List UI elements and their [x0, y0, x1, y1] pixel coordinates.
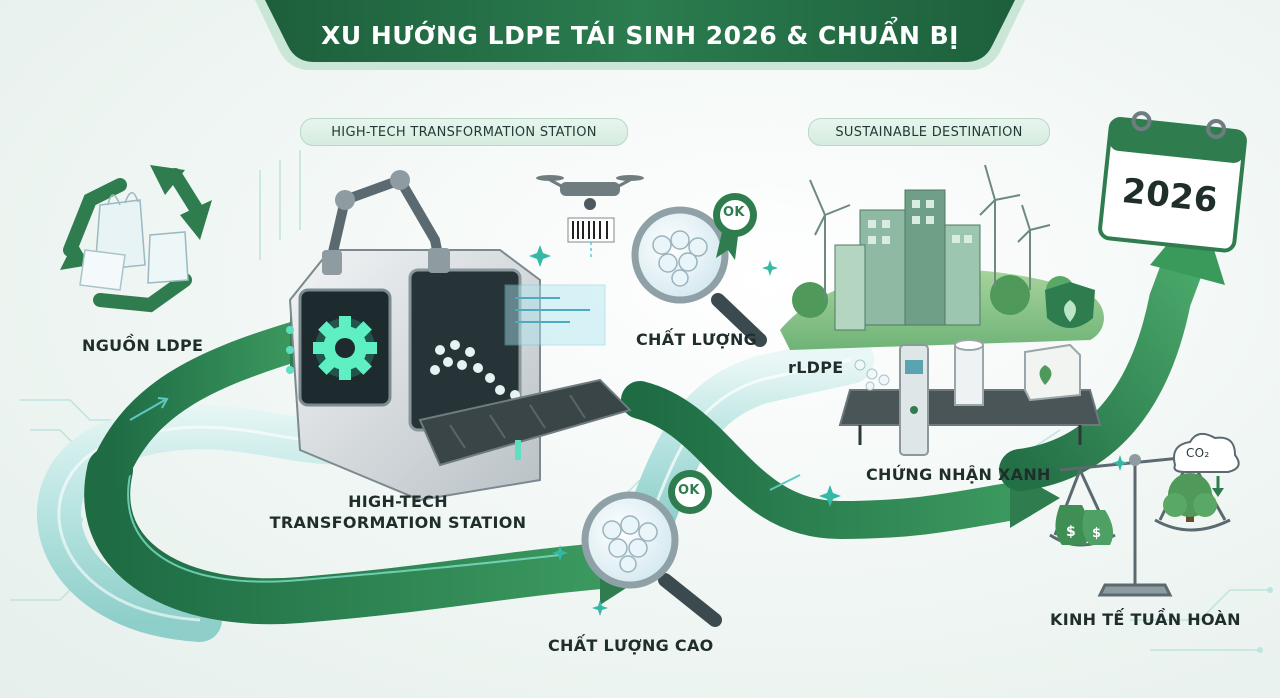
gear-icon [313, 316, 377, 380]
tree-icon [1163, 473, 1217, 522]
wind-turbine-icon [809, 164, 1051, 300]
label-quality-high: CHẤT LƯỢNG CAO [548, 636, 714, 655]
rldpe-label: rLDPE [788, 358, 844, 377]
magnifier-icon-bottom [581, 491, 722, 627]
rising-arrow [999, 239, 1206, 491]
section-label-station: HIGH-TECH TRANSFORMATION STATION [300, 118, 628, 146]
ok-badge-top-label: OK [723, 205, 745, 220]
shield-leaf-icon [1045, 282, 1095, 328]
label-green-cert: CHỨNG NHẬN XANH [866, 465, 1051, 484]
co2-cloud-icon [1173, 432, 1240, 497]
label-station: HIGH-TECH TRANSFORMATION STATION [268, 492, 528, 532]
section-label-destination-text: SUSTAINABLE DESTINATION [835, 124, 1023, 140]
transformation-machine [286, 170, 632, 502]
section-label-station-text: HIGH-TECH TRANSFORMATION STATION [331, 124, 597, 140]
svg-text:$: $ [1092, 526, 1101, 541]
ok-badge-icon-top [713, 193, 757, 260]
main-flow-arrow [84, 447, 633, 625]
title-banner-shape [265, 0, 1015, 62]
barcode-icon [567, 217, 615, 260]
ok-badge-bottom-label: OK [678, 483, 700, 498]
calendar-icon [1098, 111, 1247, 253]
co2-label: CO₂ [1186, 446, 1210, 460]
svg-text:$: $ [1066, 524, 1076, 540]
label-station-line2: TRANSFORMATION STATION [269, 513, 527, 532]
sparkles [529, 245, 1128, 616]
label-circular-economy: KINH TẾ TUẦN HOÀN [1050, 610, 1241, 629]
money-bag-icon: $ $ [1055, 505, 1114, 545]
magnifier-icon-top [631, 206, 767, 347]
label-station-line1: HIGH-TECH [348, 492, 448, 511]
page-title: XU HƯỚNG LDPE TÁI SINH 2026 & CHUẨN BỊ [321, 20, 959, 50]
drone-icon [536, 175, 644, 210]
section-label-destination: SUSTAINABLE DESTINATION [808, 118, 1050, 146]
ok-badge-icon-bottom [668, 470, 712, 514]
title-banner: XU HƯỚNG LDPE TÁI SINH 2026 & CHUẨN BỊ [245, 0, 1035, 70]
label-quality: CHẤT LƯỢNG [636, 330, 758, 349]
conveyor-icon [838, 339, 1102, 456]
label-source: NGUỒN LDPE [82, 336, 204, 355]
plastic-bag-icon [79, 192, 189, 291]
